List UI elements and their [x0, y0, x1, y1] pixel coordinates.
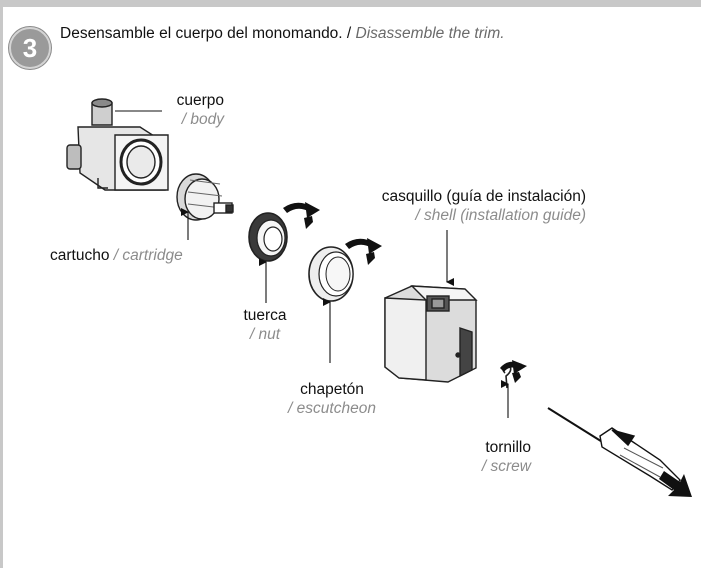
label-shell-en: / shell (installation guide) — [415, 207, 586, 224]
label-body-en: / body — [181, 111, 224, 128]
left-border — [0, 0, 3, 568]
label-cartridge: cartucho / cartridge — [50, 246, 183, 265]
escutcheon-drawing — [308, 246, 354, 302]
leader-lines — [115, 110, 509, 418]
label-body: cuerpo / body — [150, 91, 224, 129]
label-shell: casquillo (guía de instalación) / shell … — [348, 187, 586, 225]
step-title-es: Desensamble el cuerpo del monomando. — [60, 25, 343, 42]
step-number-badge: 3 — [9, 27, 51, 69]
rotate-arrow-icon — [283, 202, 320, 229]
shell-drawing — [384, 285, 478, 383]
label-nut-es: tuerca — [243, 307, 287, 324]
rotate-arrow-icon — [345, 238, 382, 265]
label-escutcheon-en: / escutcheon — [288, 400, 376, 417]
direction-arrow-icon — [659, 471, 692, 497]
label-escutcheon-es: chapetón — [300, 381, 364, 398]
step-title-en: Disassemble the trim. — [355, 25, 505, 42]
valve-body-drawing — [66, 98, 169, 191]
label-screw-en: / screw — [481, 458, 531, 475]
label-nut-en: / nut — [249, 326, 281, 343]
label-shell-es: casquillo (guía de instalación) — [381, 188, 586, 205]
step-title: Desensamble el cuerpo del monomando. / D… — [60, 25, 505, 43]
rotate-arrow-icon — [500, 360, 527, 383]
cartridge-drawing — [176, 173, 234, 221]
nut-drawing — [248, 212, 288, 262]
label-escutcheon: chapetón / escutcheon — [272, 380, 392, 418]
top-border — [0, 0, 701, 7]
label-screw: tornillo / screw — [455, 438, 531, 476]
label-body-es: cuerpo — [176, 92, 224, 109]
label-screw-es: tornillo — [485, 439, 531, 456]
label-nut: tuerca / nut — [225, 306, 305, 344]
label-cartridge-es: cartucho — [50, 247, 110, 264]
step-title-separator: / — [342, 25, 356, 42]
label-cartridge-en: / cartridge — [113, 247, 183, 264]
